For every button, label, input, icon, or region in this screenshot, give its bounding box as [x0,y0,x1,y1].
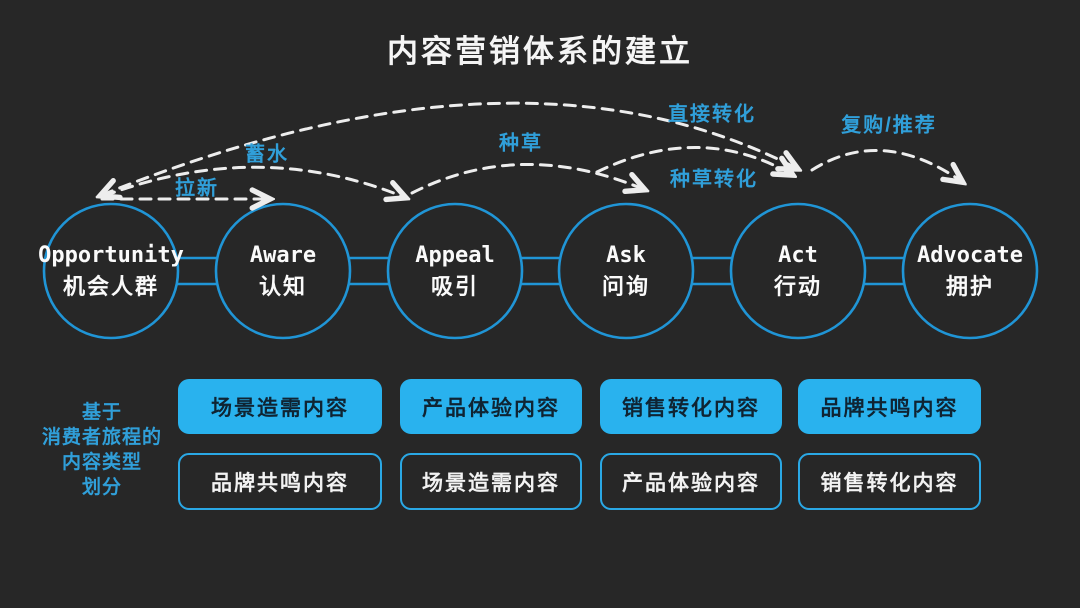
stage-act: Act 行动 [708,240,888,302]
stage-ask-zh: 问询 [601,274,650,299]
stage-aware: Aware 认知 [193,240,373,302]
stage-appeal-en: Appeal [415,243,495,268]
stage-advocate-zh: 拥护 [945,274,994,299]
stage-ask-en: Ask [606,243,646,268]
stage-appeal-zh: 吸引 [430,274,479,299]
stage-opportunity-zh: 机会人群 [62,274,159,299]
circle-opportunity [42,202,180,340]
content-box-filled-3: 销售转化内容 [600,379,782,434]
content-box-outlined-3: 产品体验内容 [600,453,782,510]
arrow-reservoir [102,165,404,197]
stage-advocate-en: Advocate [917,243,1023,268]
connector-4-5 [691,256,733,286]
axis-label-line-1: 基于 [81,402,122,423]
arrow-direct-conversion [102,101,796,195]
stage-ask: Ask 问询 [536,240,716,302]
flow-label-direct-conversion: 直接转化 [668,103,756,126]
stage-connectors [176,256,905,286]
circle-appeal [386,202,524,340]
flow-label-seeding-conversion: 种草转化 [670,168,758,191]
flow-label-repurchase-referral: 复购/推荐 [841,114,937,137]
content-box-outlined-1: 品牌共鸣内容 [178,453,382,510]
flow-label-seeding: 种草 [499,132,543,155]
circle-aware [214,202,352,340]
content-box-outlined-4: 销售转化内容 [798,453,981,510]
connector-1-2 [176,256,218,286]
stage-appeal: Appeal 吸引 [365,240,545,302]
content-box-outlined-2: 场景造需内容 [400,453,582,510]
stage-act-en: Act [778,243,818,268]
circle-advocate [901,202,1039,340]
flow-label-reservoir: 蓄水 [245,143,289,166]
content-axis-label: 基于 消费者旅程的 内容类型 划分 [22,400,182,500]
axis-label-line-3: 内容类型 [61,452,142,473]
stage-aware-zh: 认知 [258,274,307,299]
content-box-filled-4: 品牌共鸣内容 [798,379,981,434]
stage-aware-en: Aware [249,243,317,268]
stage-act-zh: 行动 [773,274,822,299]
page-title: 内容营销体系的建立 [387,34,693,69]
arrow-seeding [410,163,643,195]
stage-opportunity: Opportunity 机会人群 [21,240,201,302]
axis-label-line-2: 消费者旅程的 [41,427,162,448]
circle-ask [557,202,695,340]
connector-3-4 [520,256,561,286]
stage-opportunity-en: Opportunity [38,243,184,268]
connector-2-3 [348,256,390,286]
circle-act [729,202,867,340]
flow-arrows [102,101,961,199]
flow-label-acquisition: 拉新 [175,177,219,200]
connector-5-6 [863,256,905,286]
stage-circles [42,202,1039,340]
content-box-filled-2: 产品体验内容 [400,379,582,434]
content-box-filled-1: 场景造需内容 [178,379,382,434]
stage-advocate: Advocate 拥护 [880,240,1060,302]
arrow-repurchase-referral [810,148,961,181]
arrow-seeding-conversion [595,146,791,174]
axis-label-line-4: 划分 [81,477,122,498]
